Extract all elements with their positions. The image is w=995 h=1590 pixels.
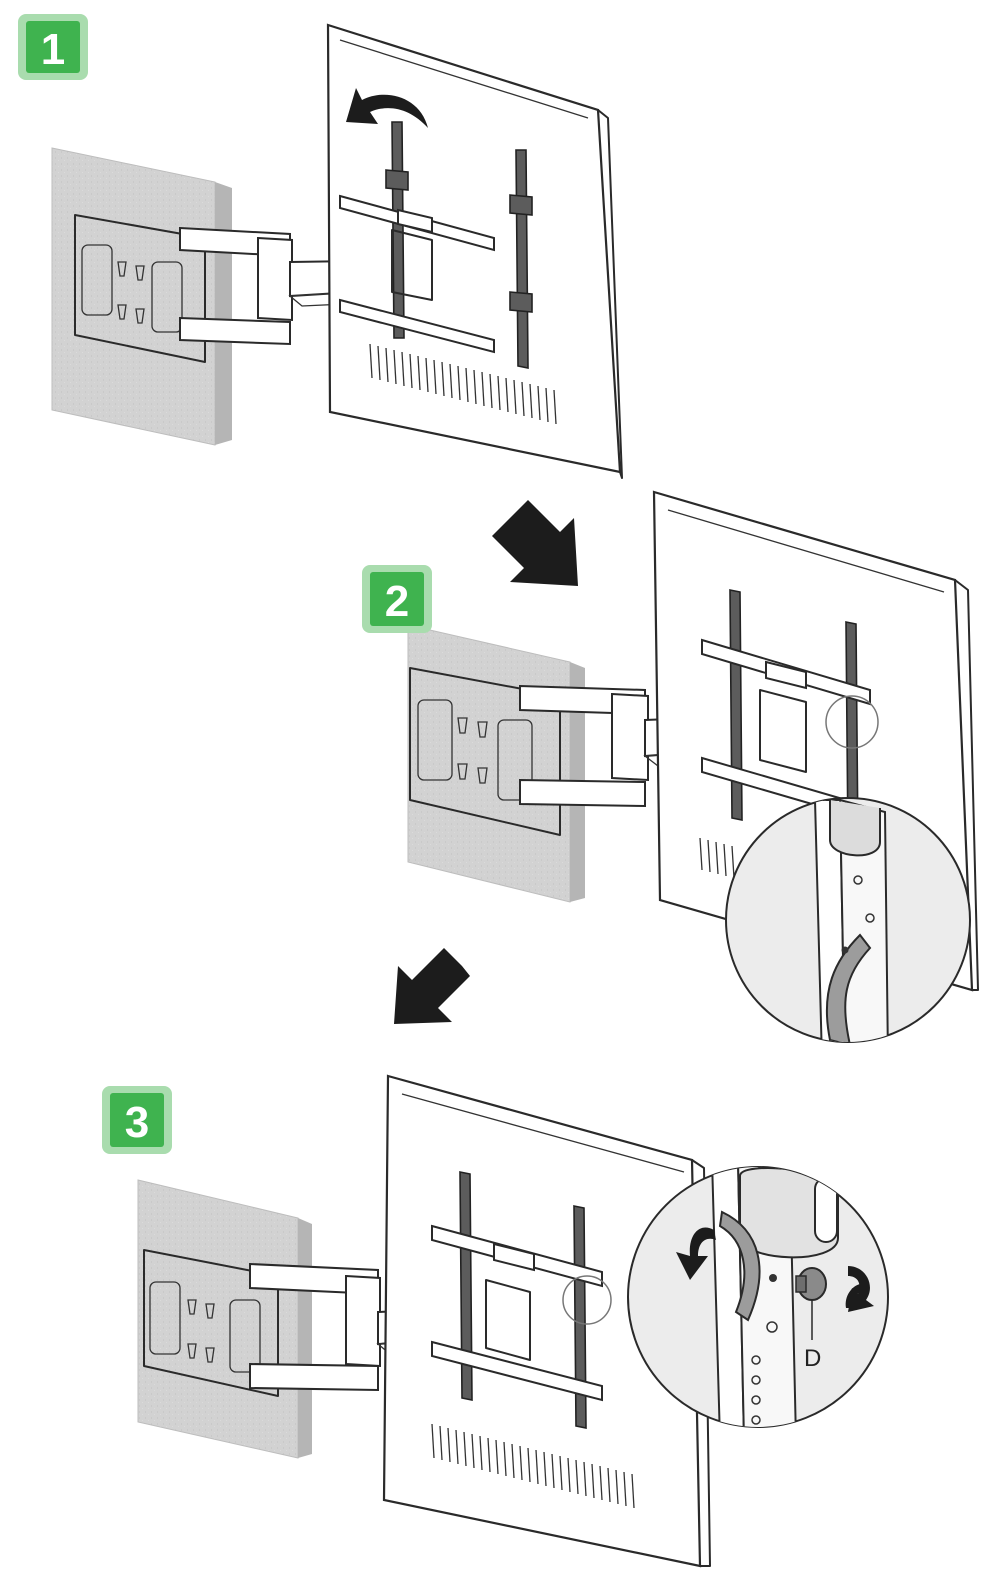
tv-back-3 bbox=[382, 1074, 711, 1568]
down-left-arrow-icon bbox=[394, 948, 470, 1024]
step-1-illustration bbox=[51, 23, 623, 479]
step-badge-3: 3 bbox=[102, 1086, 172, 1154]
step-badge-1: 1 bbox=[18, 14, 88, 80]
callout-label-d: D bbox=[804, 1345, 821, 1372]
curved-arrow-icon bbox=[346, 88, 428, 128]
step-number: 1 bbox=[41, 25, 65, 74]
step-2-illustration bbox=[407, 490, 979, 1043]
curved-arrow-icon bbox=[676, 1227, 716, 1280]
step-badge-2: 2 bbox=[362, 565, 432, 633]
tv-back-1 bbox=[326, 23, 623, 479]
wall-plate-2 bbox=[409, 667, 561, 836]
wall-block-3 bbox=[137, 1179, 312, 1459]
wall-block-2 bbox=[407, 624, 585, 903]
step-number: 3 bbox=[125, 1098, 149, 1147]
wall-plate-3 bbox=[143, 1249, 279, 1397]
step-number: 2 bbox=[385, 577, 409, 626]
magnifier-lens-icon bbox=[725, 797, 971, 1043]
down-right-arrow-icon bbox=[492, 500, 578, 586]
step-3-illustration: D bbox=[137, 1074, 889, 1568]
magnifier-lens-icon bbox=[627, 1166, 889, 1428]
rotate-arrow-icon bbox=[845, 1284, 860, 1308]
wall-plate-1 bbox=[74, 214, 206, 363]
rotate-arrow-icon bbox=[848, 1266, 874, 1312]
